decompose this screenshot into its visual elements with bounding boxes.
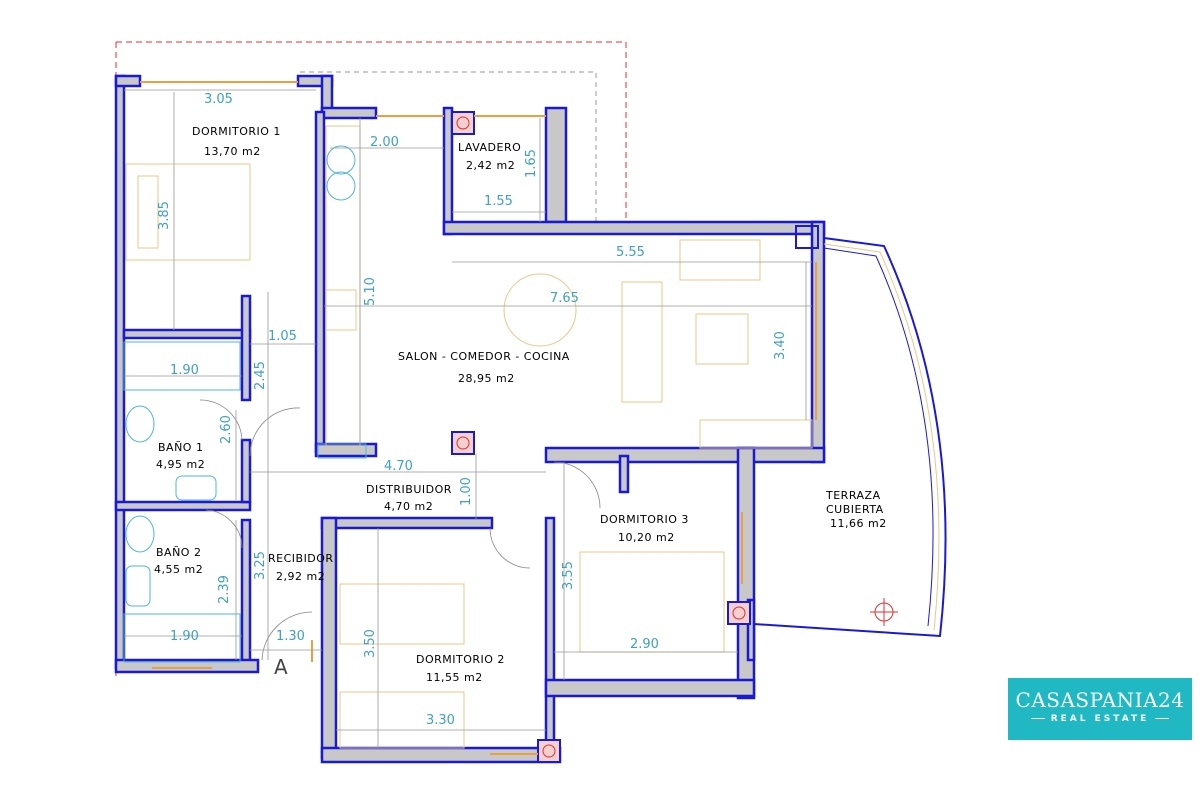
- terrace-rail: [753, 237, 947, 638]
- logo-line-right: [1155, 718, 1170, 719]
- dim-290: 2.90: [630, 637, 659, 652]
- dim-385: 3.85: [157, 201, 172, 230]
- lavadero-name: LAVADERO: [458, 141, 521, 154]
- recibidor-area: 2,92 m2: [276, 570, 325, 583]
- dim-470: 4.70: [384, 459, 413, 474]
- dormitorio1-area: 13,70 m2: [204, 145, 261, 158]
- bano2-area: 4,55 m2: [154, 563, 203, 576]
- logo-sub-label: REAL ESTATE: [1050, 714, 1150, 724]
- gray-boundary: [300, 71, 597, 222]
- dim-100: 1.00: [459, 477, 474, 506]
- salon-name: SALON - COMEDOR - COCINA: [398, 350, 570, 363]
- salon-area: 28,95 m2: [458, 372, 515, 385]
- dim-165: 1.65: [524, 149, 539, 178]
- dormitorio2-name: DORMITORIO 2: [416, 653, 505, 666]
- logo-line-left: [1030, 718, 1045, 719]
- dormitorio1-name: DORMITORIO 1: [192, 125, 281, 138]
- recibidor-name: RECIBIDOR: [268, 552, 334, 565]
- brand-logo: CASASPANIA24 REAL ESTATE: [1008, 678, 1192, 740]
- dim-190b: 1.90: [170, 629, 199, 644]
- dim-130: 1.30: [276, 629, 305, 644]
- dormitorio3-area: 10,20 m2: [618, 531, 675, 544]
- furniture: [125, 125, 813, 749]
- terraza-name-1: TERRAZA: [825, 489, 881, 502]
- bano2-name: BAÑO 2: [156, 546, 201, 559]
- dim-510: 5.10: [363, 277, 378, 306]
- dormitorio2-area: 11,55 m2: [426, 671, 483, 684]
- dim-190a: 1.90: [170, 363, 199, 378]
- dim-105: 1.05: [268, 329, 297, 344]
- dimension-lines: [124, 89, 812, 748]
- door-swings: [199, 399, 601, 661]
- dormitorio3-name: DORMITORIO 3: [600, 513, 689, 526]
- windows: [140, 81, 817, 755]
- bano1-name: BAÑO 1: [158, 441, 203, 454]
- dim-325: 3.25: [253, 551, 268, 580]
- dim-200: 2.00: [370, 135, 399, 150]
- dimension-labels: 3.05 3.85 2.00 1.65 1.55 5.55 5.10 7.65 …: [157, 92, 788, 728]
- dim-260: 2.60: [219, 415, 234, 444]
- dim-765: 7.65: [550, 291, 579, 306]
- sanitary: [123, 145, 367, 663]
- terraza-area: 11,66 m2: [830, 517, 887, 530]
- dim-330: 3.30: [426, 713, 455, 728]
- dim-355: 3.55: [561, 561, 576, 590]
- distribuidor-area: 4,70 m2: [384, 500, 433, 513]
- logo-main-text: CASASPANIA24: [1015, 688, 1185, 712]
- section-marker: A: [274, 655, 288, 679]
- terraza-name-2: CUBIERTA: [826, 503, 884, 516]
- dim-350: 3.50: [363, 629, 378, 658]
- dim-555: 5.55: [616, 245, 645, 260]
- dim-245: 2.45: [253, 361, 268, 390]
- distribuidor-name: DISTRIBUIDOR: [366, 483, 452, 496]
- columns: [451, 111, 898, 763]
- dim-239: 2.39: [217, 575, 232, 604]
- dim-155: 1.55: [484, 194, 513, 209]
- room-labels: DORMITORIO 1 13,70 m2 LAVADERO 2,42 m2 S…: [154, 125, 887, 684]
- logo-sub-text: REAL ESTATE: [1008, 714, 1192, 724]
- lavadero-area: 2,42 m2: [466, 159, 515, 172]
- dim-340: 3.40: [773, 331, 788, 360]
- dim-305: 3.05: [204, 92, 233, 107]
- bano1-area: 4,95 m2: [156, 458, 205, 471]
